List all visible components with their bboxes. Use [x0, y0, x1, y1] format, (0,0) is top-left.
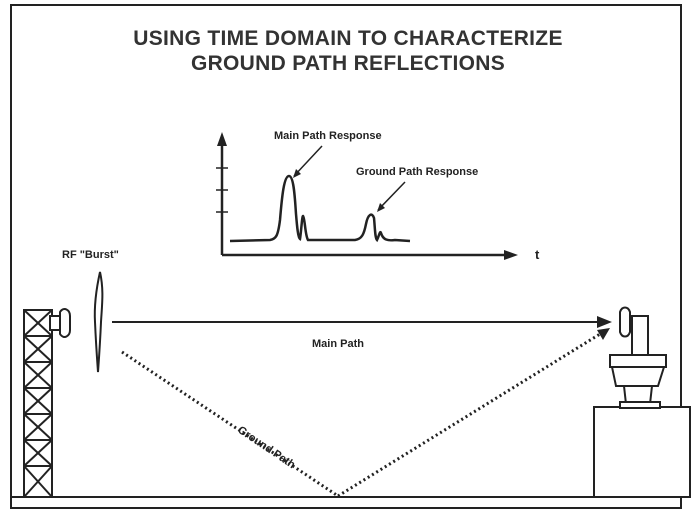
title-line-1: USING TIME DOMAIN TO CHARACTERIZE [133, 27, 563, 50]
main-path-response-label: Main Path Response [274, 130, 382, 142]
inset-plot [216, 132, 518, 260]
time-domain-trace [229, 174, 411, 243]
receive-pedestal [593, 406, 691, 498]
main-path-arrowhead [597, 316, 612, 328]
transmit-antenna [49, 308, 71, 338]
ground-peak-callout [377, 181, 406, 211]
diagram-frame [10, 4, 682, 509]
receive-positioner [609, 306, 667, 409]
time-axis-label: t [535, 247, 540, 262]
rf-burst-pulse [93, 271, 104, 373]
rf-burst-label: RF "Burst" [62, 249, 119, 261]
ground-path-response-label: Ground Path Response [356, 166, 479, 178]
ground-path-reflected [337, 332, 601, 498]
main-path-label: Main Path [312, 338, 364, 350]
main-peak-callout-head [293, 169, 301, 178]
transmit-tower [23, 309, 53, 498]
inset-x-arrowhead [504, 250, 518, 260]
ground-path-arrowhead [597, 328, 610, 340]
ground-peak-callout-head [377, 203, 385, 212]
main-peak-callout [293, 145, 323, 177]
inset-y-arrowhead [217, 132, 227, 146]
ground-path-incident [121, 350, 339, 498]
title-line-2: GROUND PATH REFLECTIONS [190, 52, 506, 75]
diagram-title: USING TIME DOMAIN TO CHARACTERIZE GROUND… [0, 26, 696, 76]
